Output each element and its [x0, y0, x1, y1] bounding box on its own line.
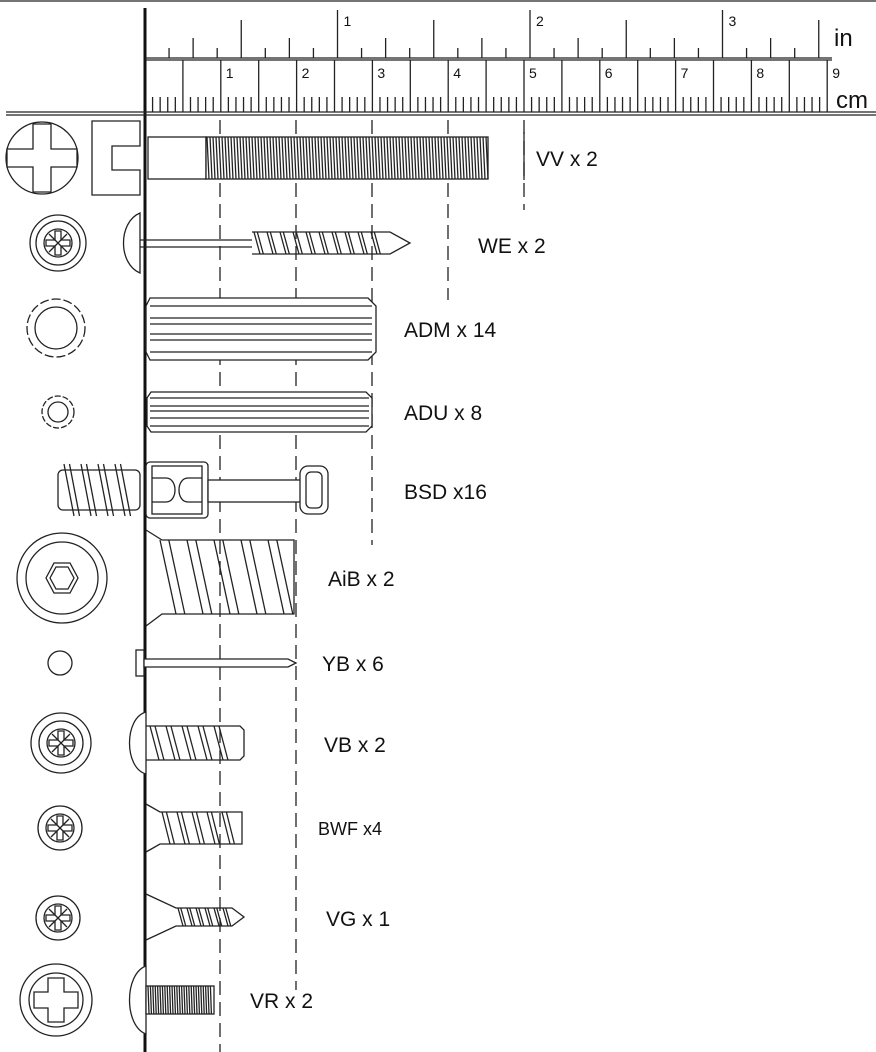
inch-tick-label: 2	[536, 13, 544, 29]
part-label: VR x 2	[250, 990, 313, 1013]
part-label: WE x 2	[478, 235, 546, 258]
cm-unit-label: cm	[836, 87, 868, 114]
part-label: ADM x 14	[404, 319, 497, 342]
countersunk-screw-icon	[35, 895, 81, 941]
large-dowel-icon	[26, 298, 86, 358]
part-label: VV x 2	[536, 148, 598, 171]
cam-lock-bolt-icon	[57, 461, 329, 519]
part-label: YB x 6	[322, 653, 384, 676]
nail-icon	[47, 650, 73, 676]
pan-head-screw-icon	[38, 720, 84, 766]
part-label: BWF x4	[318, 819, 382, 839]
part-bsd: BSD x16	[57, 461, 487, 519]
part-label: AiB x 2	[328, 568, 395, 591]
part-vv: VV x 2	[5, 120, 598, 196]
part-yb: YB x 6	[47, 649, 384, 677]
cm-tick-label: 1	[226, 65, 234, 81]
part-label: BSD x16	[404, 481, 487, 504]
machine-screw-icon	[19, 963, 93, 1037]
cm-tick-label: 6	[605, 65, 613, 81]
cm-labels: 1 2 3 4 5 6 7 8 9	[226, 65, 840, 81]
part-label: ADU x 8	[404, 402, 482, 425]
part-adm: ADM x 14	[26, 297, 497, 361]
ruler: 1 2 3 1 2 3 4 5 6 7 8 9 in cm	[6, 8, 876, 1052]
cross-cam-bolt-icon	[5, 120, 141, 196]
part-vr: VR x 2	[19, 963, 313, 1037]
part-aib: AiB x 2	[16, 529, 395, 627]
part-label: VG x 1	[326, 908, 390, 931]
cm-tick-label: 9	[832, 65, 840, 81]
part-bwf: BWF x4	[37, 803, 382, 853]
flat-head-euro-screw-icon	[37, 805, 83, 851]
cm-ticks	[151, 60, 828, 112]
inch-ticks	[168, 10, 820, 58]
cm-tick-label: 7	[681, 65, 689, 81]
hex-insert-bushing-icon	[16, 532, 108, 624]
part-adu: ADU x 8	[41, 391, 482, 433]
cm-tick-label: 4	[453, 65, 461, 81]
inch-tick-label: 3	[729, 13, 737, 29]
inch-unit-label: in	[834, 25, 853, 52]
cm-tick-label: 3	[377, 65, 385, 81]
part-vg: VG x 1	[35, 893, 390, 941]
small-dowel-icon	[41, 395, 75, 429]
inch-tick-label: 1	[344, 13, 352, 29]
pozi-wood-screw-icon	[35, 220, 81, 266]
part-vb: VB x 2	[30, 711, 386, 775]
cm-tick-label: 8	[756, 65, 764, 81]
inch-labels: 1 2 3	[344, 13, 737, 29]
part-label: VB x 2	[324, 734, 386, 757]
part-we: WE x 2	[29, 212, 546, 274]
cm-tick-label: 2	[302, 65, 310, 81]
cm-tick-label: 5	[529, 65, 537, 81]
